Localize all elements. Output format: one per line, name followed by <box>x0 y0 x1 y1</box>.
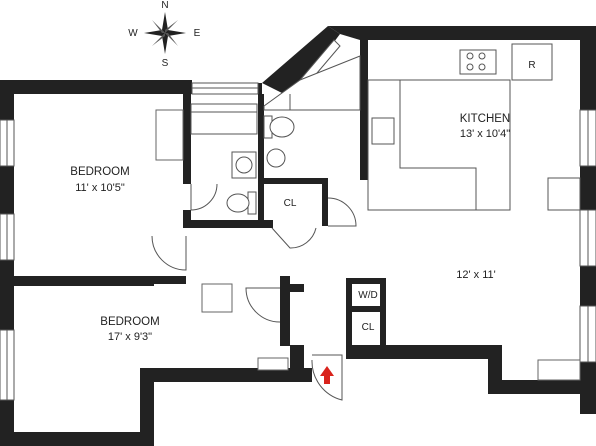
living-dims: 12' x 11' <box>456 269 495 281</box>
compass-south-label: S <box>162 58 169 69</box>
closet2-label: CL <box>362 322 375 333</box>
furniture <box>155 109 581 381</box>
compass-north-label: N <box>161 0 168 11</box>
closet1-label: CL <box>284 198 297 209</box>
bedroom1-name: BEDROOM <box>70 166 129 178</box>
entry-arrow-icon <box>320 366 334 384</box>
bedroom2-dims: 17' x 9'3" <box>108 331 152 343</box>
bedroom2-name: BEDROOM <box>100 316 159 328</box>
washer-dryer-label: W/D <box>358 290 377 301</box>
doors <box>151 183 357 401</box>
kitchen-name: KITCHEN <box>460 113 510 125</box>
kitchen-fixtures <box>367 43 581 211</box>
windows-right <box>579 109 596 363</box>
interior-walls <box>14 40 386 346</box>
kitchen-dims: 13' x 10'4" <box>460 128 510 140</box>
compass-east-label: E <box>194 28 201 39</box>
room-labels: BEDROOM 11' x 10'5" BEDROOM 17' x 9'3" K… <box>70 60 535 343</box>
bedroom1-dims: 11' x 10'5" <box>75 182 125 194</box>
compass-rose: N S E W <box>128 0 200 69</box>
windows-left <box>0 119 15 401</box>
compass-west-label: W <box>128 28 138 39</box>
bathroom-fixtures <box>190 55 361 215</box>
refrigerator-label: R <box>528 60 535 71</box>
